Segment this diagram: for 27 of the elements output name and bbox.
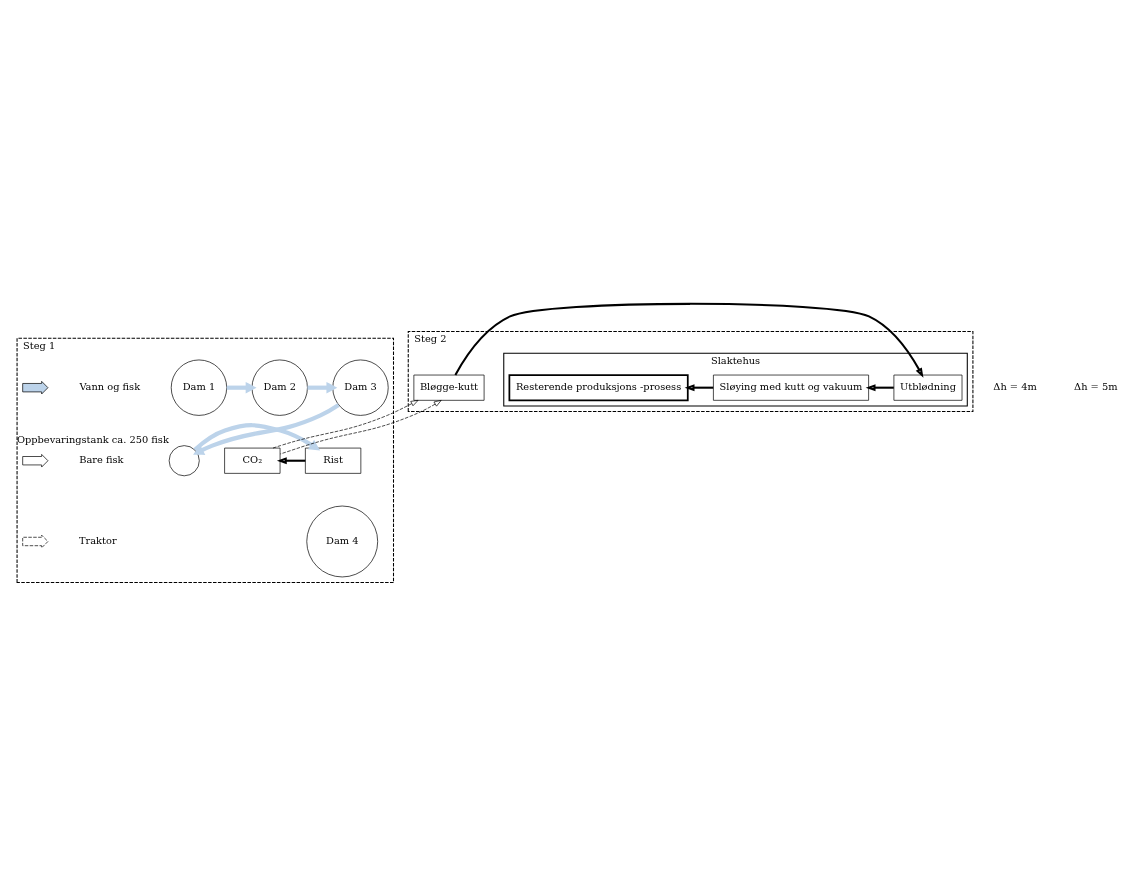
node-box: Utblødning (893, 374, 963, 401)
arrow (307, 382, 338, 394)
node-circle: Dam 3 (332, 359, 389, 416)
arrow (684, 384, 714, 392)
legend-label: Bare fisk (79, 454, 124, 466)
arrow (193, 423, 321, 452)
label: Δh = 4m (993, 381, 1037, 393)
node-circle: Dam 4 (306, 505, 379, 578)
label: Δh = 5m (1074, 381, 1118, 393)
node-circle (168, 445, 200, 477)
node-box: Bløgge-kutt (413, 374, 485, 401)
arrow (276, 457, 306, 465)
arrow (272, 400, 419, 449)
legend-label: Traktor (79, 535, 117, 547)
node-circle: Dam 2 (251, 359, 308, 416)
node-box: CO₂ (224, 447, 281, 474)
arrow (865, 384, 894, 392)
arrow (193, 403, 340, 455)
node-label: Oppbevaringstank ca. 250 fisk (16, 433, 169, 445)
arrow (226, 382, 257, 394)
node-box: Resterende produksjons -prosess (508, 374, 689, 402)
arrow (279, 400, 442, 455)
legend-label: Vann og fisk (79, 381, 141, 393)
arrow (454, 302, 924, 378)
node-box: Sløying med kutt og vakuum (713, 374, 869, 401)
node-box: Rist (305, 447, 362, 474)
node-circle: Dam 1 (170, 359, 228, 416)
